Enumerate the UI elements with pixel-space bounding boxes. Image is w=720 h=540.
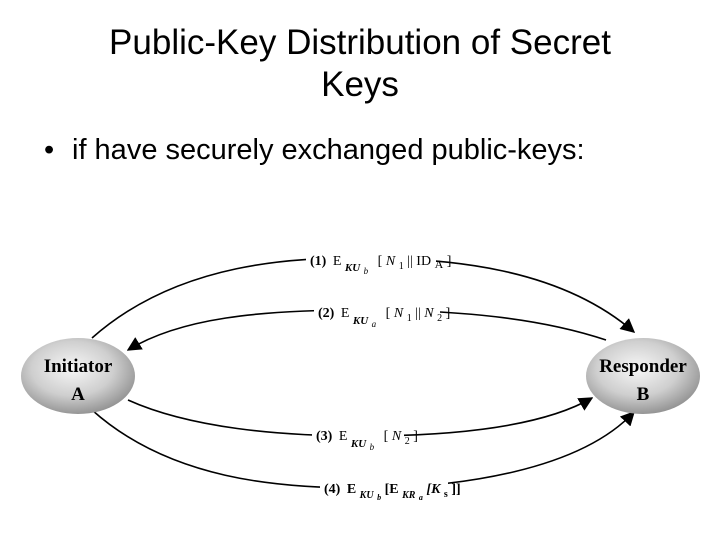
message-4-e: E (347, 482, 356, 497)
message-1-id: A (435, 257, 444, 271)
message-2-number: (2) (318, 306, 335, 321)
message-2-nonce-2-sub: 2 (437, 313, 442, 324)
responder-label-line-2: B (637, 384, 650, 405)
message-2-sep: || (415, 306, 424, 321)
message-4-label: (4) E KU b [E KR a [K s ]] (320, 476, 461, 504)
bullet-text: if have securely exchanged public-keys: (72, 134, 585, 166)
message-3-close: ] (413, 429, 418, 444)
message-1-label: (1) E KU b [ N 1 || ID A ] (306, 248, 451, 278)
message-4-inner-key-sub: a (419, 493, 423, 502)
initiator-label-line-1: Initiator (44, 356, 113, 377)
message-1-e: E (333, 254, 342, 269)
message-4-number: (4) (324, 482, 341, 497)
slide-title-line-1: Public-Key Distribution of Secret (109, 23, 611, 62)
message-3-number: (3) (316, 429, 333, 444)
message-2-nonce-2: N (423, 306, 434, 321)
message-4-session-key-sub: s (444, 489, 448, 500)
message-2-key-sub: a (372, 319, 377, 329)
message-2-open: [ (386, 306, 391, 321)
message-3-label: (3) E KU b [ N 2 ] (312, 424, 418, 454)
message-4-key: KU (359, 490, 375, 501)
message-2-nonce-1: N (393, 306, 404, 321)
svg-text:(3) E KU b: (3) E KU b [ N 2 ] (316, 429, 418, 454)
svg-text:(4) E KU b: (4) E KU b [E KR a [K s ]] (324, 482, 461, 504)
initiator-node: Initiator A (21, 338, 135, 414)
message-2-nonce-1-sub: 1 (407, 313, 412, 324)
message-3-key-sub: b (370, 442, 375, 452)
initiator-label-line-2: A (71, 384, 85, 405)
responder-label-line-1: Responder (599, 356, 687, 377)
message-1-open: [ (378, 254, 383, 269)
message-4-close: ]] (451, 482, 460, 497)
message-4-inner-key: KR (401, 490, 416, 501)
slide-title: Public-Key Distribution of Secret Keys (40, 22, 680, 106)
message-4-session-key: [K (426, 482, 442, 497)
message-3-nonce: N (391, 429, 402, 444)
message-3-open: [ (384, 429, 389, 444)
message-3-e: E (339, 429, 348, 444)
message-1-nonce: N (385, 254, 396, 269)
bullet-item: • if have securely exchanged public-keys: (44, 132, 585, 168)
message-1-key: KU (344, 262, 361, 274)
message-3-nonce-sub: 2 (405, 436, 410, 447)
message-4-key-sub: b (377, 493, 381, 502)
message-2-close: ] (446, 306, 451, 321)
message-1-nonce-sub: 1 (399, 261, 404, 272)
slide-title-line-2: Keys (321, 65, 399, 104)
svg-text:(2) E KU a: (2) E KU a [ N 1 || N 2 ] (318, 306, 450, 331)
message-1-sep: || ID (407, 254, 431, 269)
message-2-label: (2) E KU a [ N 1 || N 2 ] (314, 300, 450, 331)
message-1-number: (1) (310, 254, 327, 269)
message-3-key: KU (350, 438, 367, 450)
message-1-close: ] (447, 254, 452, 269)
message-2-e: E (341, 306, 350, 321)
message-1-key-sub: b (364, 266, 369, 276)
message-2-key: KU (352, 315, 369, 327)
responder-node: Responder B (586, 338, 700, 414)
message-4-inner-e: [E (385, 482, 399, 497)
svg-text:(1) E KU b: (1) E KU b [ N 1 || ID A ] (310, 254, 451, 278)
bullet-dot-icon: • (44, 134, 55, 166)
